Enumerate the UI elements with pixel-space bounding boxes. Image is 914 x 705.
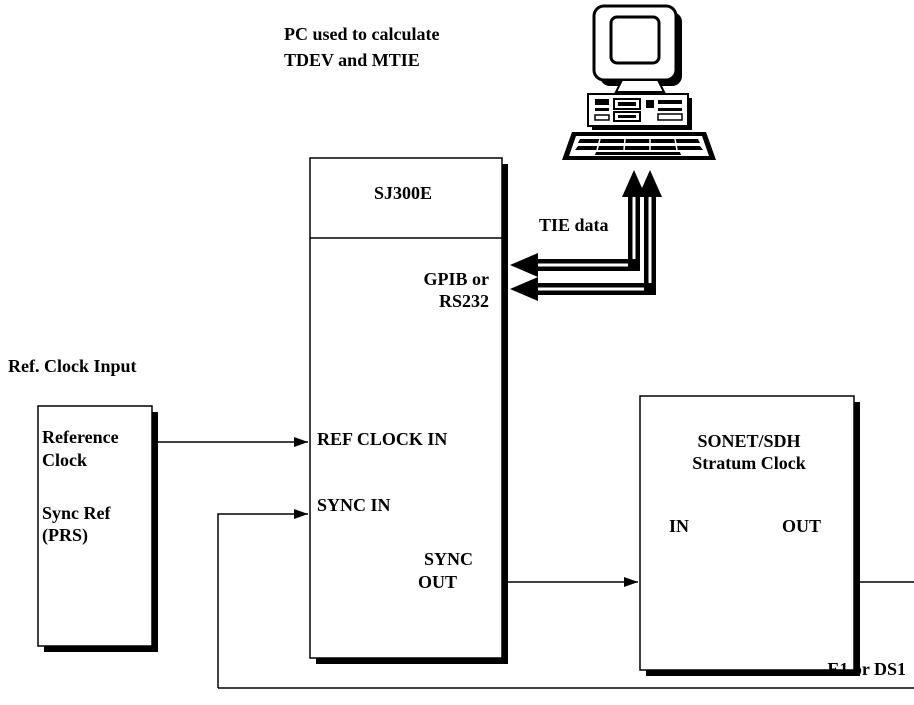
analyzer-title: SJ300E [374,183,432,203]
ref-input-heading: Ref. Clock Input [8,356,137,376]
sync-in-label: SYNC IN [317,495,391,515]
sync-out-label-line1: SYNC [424,549,473,569]
stratum-clock-box [639,395,860,676]
stratum-in-label: IN [669,516,689,536]
e1-ds1-label: E1 or DS1 [827,659,906,679]
gpib-label-line2: RS232 [439,291,489,311]
sync-ref-label-line1: Sync Ref [42,503,111,523]
stratum-out-label: OUT [782,516,821,536]
reference-clock-box [37,405,158,652]
tie-data-arrow [510,170,662,301]
sync-in-feedback-connector [217,509,308,688]
tie-data-label: TIE data [539,215,609,235]
ref-clock-in-label: REF CLOCK IN [317,429,447,449]
stratum-title-line2: Stratum Clock [692,453,806,473]
computer-icon [562,4,716,160]
stratum-title-line1: SONET/SDH [697,431,800,451]
sync-out-label-line2: OUT [418,572,457,592]
analyzer-box [309,157,508,664]
sync-ref-label-line2: (PRS) [42,525,88,546]
reference-label-line2: Clock [42,450,87,470]
pc-caption-line1: PC used to calculate [284,24,439,44]
pc-caption-line2: TDEV and MTIE [284,50,420,70]
gpib-label-line1: GPIB or [424,269,490,289]
reference-label-line1: Reference [42,427,119,447]
